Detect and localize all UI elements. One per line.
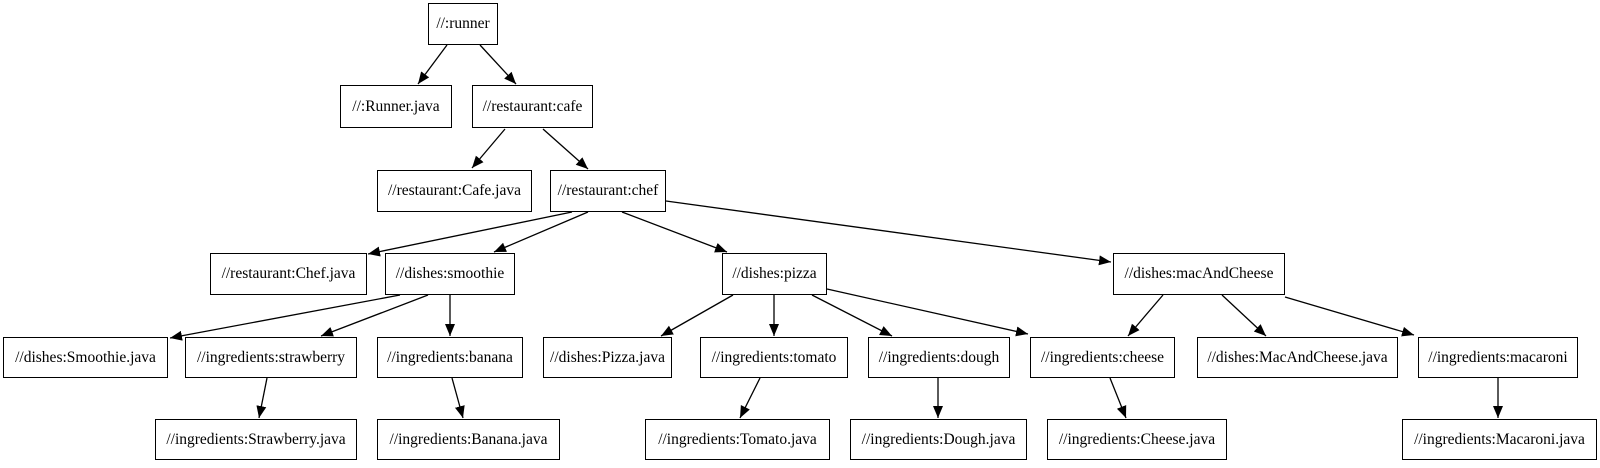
- edge-cafe-to-chef: [542, 128, 589, 170]
- edge-pizza-to-dough: [811, 294, 893, 337]
- graph-node-cheese_java: //ingredients:Cheese.java: [1047, 419, 1227, 460]
- edge-mac_and_cheese-to-cheese: [1127, 294, 1164, 337]
- edge-strawberry-to-strawberry_java: [256, 377, 268, 419]
- graph-node-macaroni_java: //ingredients:Macaroni.java: [1402, 419, 1597, 460]
- edge-smoothie-to-strawberry: [320, 294, 429, 337]
- graph-node-tomato_java: //ingredients:Tomato.java: [645, 419, 830, 460]
- graph-node-tomato: //ingredients:tomato: [700, 337, 848, 378]
- graph-node-runner: //:runner: [428, 3, 498, 45]
- edge-smoothie-to-smoothie_java: [169, 294, 401, 341]
- graph-node-dough: //ingredients:dough: [868, 337, 1010, 378]
- edge-pizza-to-cheese: [826, 288, 1029, 337]
- graph-node-pizza: //dishes:pizza: [722, 253, 827, 295]
- edge-tomato-to-tomato_java: [739, 377, 761, 419]
- graph-node-mac_and_cheese: //dishes:macAndCheese: [1113, 253, 1285, 295]
- graph-node-cafe: //restaurant:cafe: [472, 85, 593, 128]
- edge-runner-to-runner_java: [417, 44, 448, 85]
- graph-node-pizza_java: //dishes:Pizza.java: [543, 337, 672, 378]
- edge-cafe-to-cafe_java: [471, 128, 506, 169]
- edge-mac_and_cheese-to-macaroni: [1284, 296, 1415, 337]
- edge-chef-to-pizza: [621, 211, 728, 253]
- edge-banana-to-banana_java: [451, 377, 465, 419]
- graph-node-strawberry: //ingredients:strawberry: [185, 337, 357, 378]
- edge-runner-to-cafe: [479, 44, 517, 85]
- graph-node-cheese: //ingredients:cheese: [1030, 337, 1175, 378]
- graph-node-chef: //restaurant:chef: [550, 170, 666, 212]
- edge-pizza-to-pizza_java: [660, 294, 734, 337]
- graph-node-banana_java: //ingredients:Banana.java: [377, 419, 560, 460]
- graph-node-mac_and_cheese_java: //dishes:MacAndCheese.java: [1197, 337, 1398, 378]
- edge-chef-to-chef_java: [367, 211, 573, 257]
- graph-node-cafe_java: //restaurant:Cafe.java: [377, 170, 532, 212]
- graph-node-smoothie: //dishes:smoothie: [385, 253, 515, 295]
- edge-chef-to-mac_and_cheese: [665, 200, 1112, 266]
- edge-group: [169, 44, 1503, 419]
- graph-node-smoothie_java: //dishes:Smoothie.java: [3, 337, 168, 378]
- graph-node-dough_java: //ingredients:Dough.java: [850, 419, 1027, 460]
- graph-node-runner_java: //:Runner.java: [340, 85, 452, 128]
- graph-node-chef_java: //restaurant:Chef.java: [210, 253, 367, 295]
- edge-cheese-to-cheese_java: [1109, 377, 1127, 419]
- graph-node-strawberry_java: //ingredients:Strawberry.java: [155, 419, 357, 460]
- edge-chef-to-smoothie: [493, 211, 589, 253]
- graph-node-macaroni: //ingredients:macaroni: [1418, 337, 1578, 378]
- graph-node-banana: //ingredients:banana: [377, 337, 523, 378]
- edge-mac_and_cheese-to-mac_and_cheese_java: [1221, 294, 1267, 337]
